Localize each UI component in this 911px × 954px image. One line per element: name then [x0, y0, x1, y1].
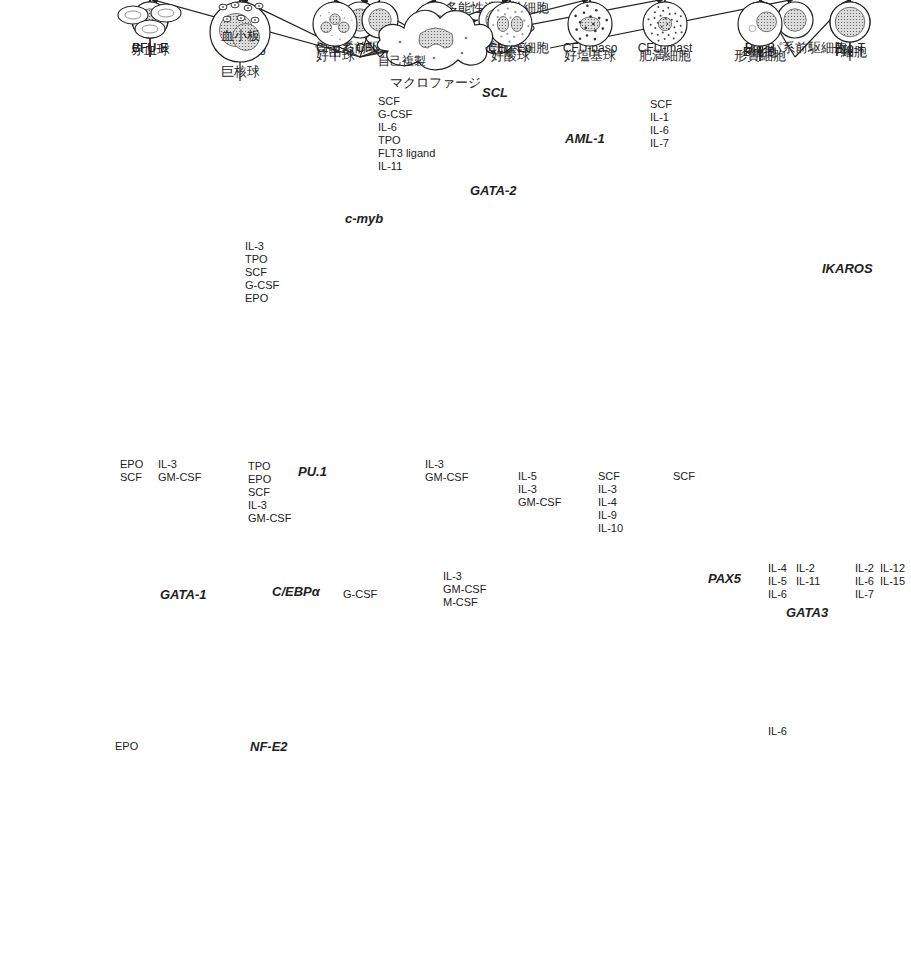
cell-illustration: [566, 0, 614, 48]
cell-node: マクロファージ: [370, 0, 500, 91]
cytokine-label: EPO: [245, 292, 268, 305]
gene-label: PAX5: [708, 572, 741, 585]
gene-label: GATA-2: [470, 184, 516, 197]
gene-label: C/EBPα: [272, 585, 320, 598]
cell-illustration: [641, 0, 689, 48]
cytokine-label: G-CSF: [378, 108, 412, 121]
cytokine-label: IL-3: [248, 499, 267, 512]
cell-node: 肥満細胞: [639, 0, 691, 64]
cell-node: 好塩基球: [564, 0, 616, 64]
cytokine-label: IL-3: [443, 570, 462, 583]
cell-label: 好酸球: [491, 48, 530, 64]
cell-illustration: [828, 0, 872, 44]
cell-node: T細胞: [828, 0, 872, 60]
cytokine-label: G-CSF: [245, 279, 279, 292]
gene-label: AML-1: [565, 132, 605, 145]
cytokine-label: SCF: [120, 471, 142, 484]
cell-label: T細胞: [833, 44, 867, 60]
cytokine-label: IL-6: [650, 124, 669, 137]
cytokine-label: IL-3: [518, 483, 537, 496]
cytokine-label: IL-12: [880, 562, 905, 575]
cell-label: 赤血球: [131, 42, 170, 58]
cytokine-label: IL-5: [768, 575, 787, 588]
cytokine-label: FLT3 ligand: [378, 147, 435, 160]
gene-label: SCL: [482, 86, 508, 99]
note-label: 自己複製: [378, 55, 426, 68]
cell-illustration: [311, 0, 359, 48]
cytokine-label: GM-CSF: [518, 496, 561, 509]
cytokine-label: TPO: [378, 134, 401, 147]
cell-label: 形質細胞: [734, 48, 786, 64]
cell-label: 好中球: [316, 48, 355, 64]
gene-label: IKAROS: [822, 262, 873, 275]
cytokine-label: IL-11: [796, 575, 820, 588]
cytokine-label: SCF: [378, 95, 400, 108]
cytokine-label: IL-2: [796, 562, 815, 575]
cell-node: 形質細胞: [734, 0, 786, 64]
cell-illustration: [486, 0, 534, 48]
cytokine-label: IL-3: [158, 458, 177, 471]
cytokine-label: GM-CSF: [443, 583, 486, 596]
cytokine-label: TPO: [245, 253, 268, 266]
cytokine-label: IL-3: [245, 240, 264, 253]
cytokine-label: EPO: [248, 473, 271, 486]
cytokine-label: IL-3: [598, 483, 617, 496]
cell-label: 巨核球: [221, 64, 260, 80]
cytokine-label: IL-3: [425, 458, 444, 471]
cytokine-label: SCF: [673, 470, 695, 483]
cytokine-label: EPO: [115, 740, 138, 753]
cytokine-label: M-CSF: [443, 596, 478, 609]
cytokine-label: GM-CSF: [158, 471, 201, 484]
cytokine-label: GM-CSF: [248, 512, 291, 525]
cytokine-label: IL-7: [650, 137, 669, 150]
cell-illustration: [736, 0, 784, 48]
cell-node: 血小板: [215, 0, 265, 44]
gene-label: GATA3: [786, 606, 828, 619]
cell-node: 好中球: [311, 0, 359, 64]
cell-label: 血小板: [221, 28, 260, 44]
cytokine-label: G-CSF: [343, 588, 377, 601]
cytokine-label: IL-10: [598, 522, 623, 535]
cytokine-label: TPO: [248, 460, 271, 473]
cytokine-label: GM-CSF: [425, 471, 468, 484]
cell-node: 好酸球: [486, 0, 534, 64]
cell-node: 赤血球: [115, 0, 185, 58]
cytokine-label: IL-4: [598, 496, 617, 509]
cytokine-label: IL-6: [768, 725, 787, 738]
arrow-connector: [550, 0, 795, 48]
cell-illustration: [215, 0, 265, 28]
cytokine-label: IL-6: [378, 121, 397, 134]
cell-label: 好塩基球: [564, 48, 616, 64]
cytokine-label: IL-6: [768, 588, 787, 601]
cytokine-label: IL-7: [855, 588, 874, 601]
cytokine-label: IL-11: [378, 160, 402, 173]
cytokine-label: IL-2: [855, 562, 874, 575]
cytokine-label: SCF: [248, 486, 270, 499]
cytokine-label: IL-15: [880, 575, 905, 588]
cytokine-label: IL-6: [855, 575, 874, 588]
cytokine-label: SCF: [650, 98, 672, 111]
cytokine-label: IL-1: [650, 111, 669, 124]
cell-illustration: [115, 0, 185, 42]
cell-label: マクロファージ: [390, 75, 481, 91]
cytokine-label: IL-9: [598, 509, 617, 522]
cytokine-label: EPO: [120, 458, 143, 471]
cytokine-label: SCF: [598, 470, 620, 483]
gene-label: NF-E2: [250, 740, 288, 753]
cell-label: 肥満細胞: [639, 48, 691, 64]
gene-label: GATA-1: [160, 588, 206, 601]
gene-label: c-myb: [345, 212, 383, 225]
cytokine-label: SCF: [245, 266, 267, 279]
cytokine-label: IL-4: [768, 562, 787, 575]
cytokine-label: IL-5: [518, 470, 537, 483]
gene-label: PU.1: [298, 465, 327, 478]
